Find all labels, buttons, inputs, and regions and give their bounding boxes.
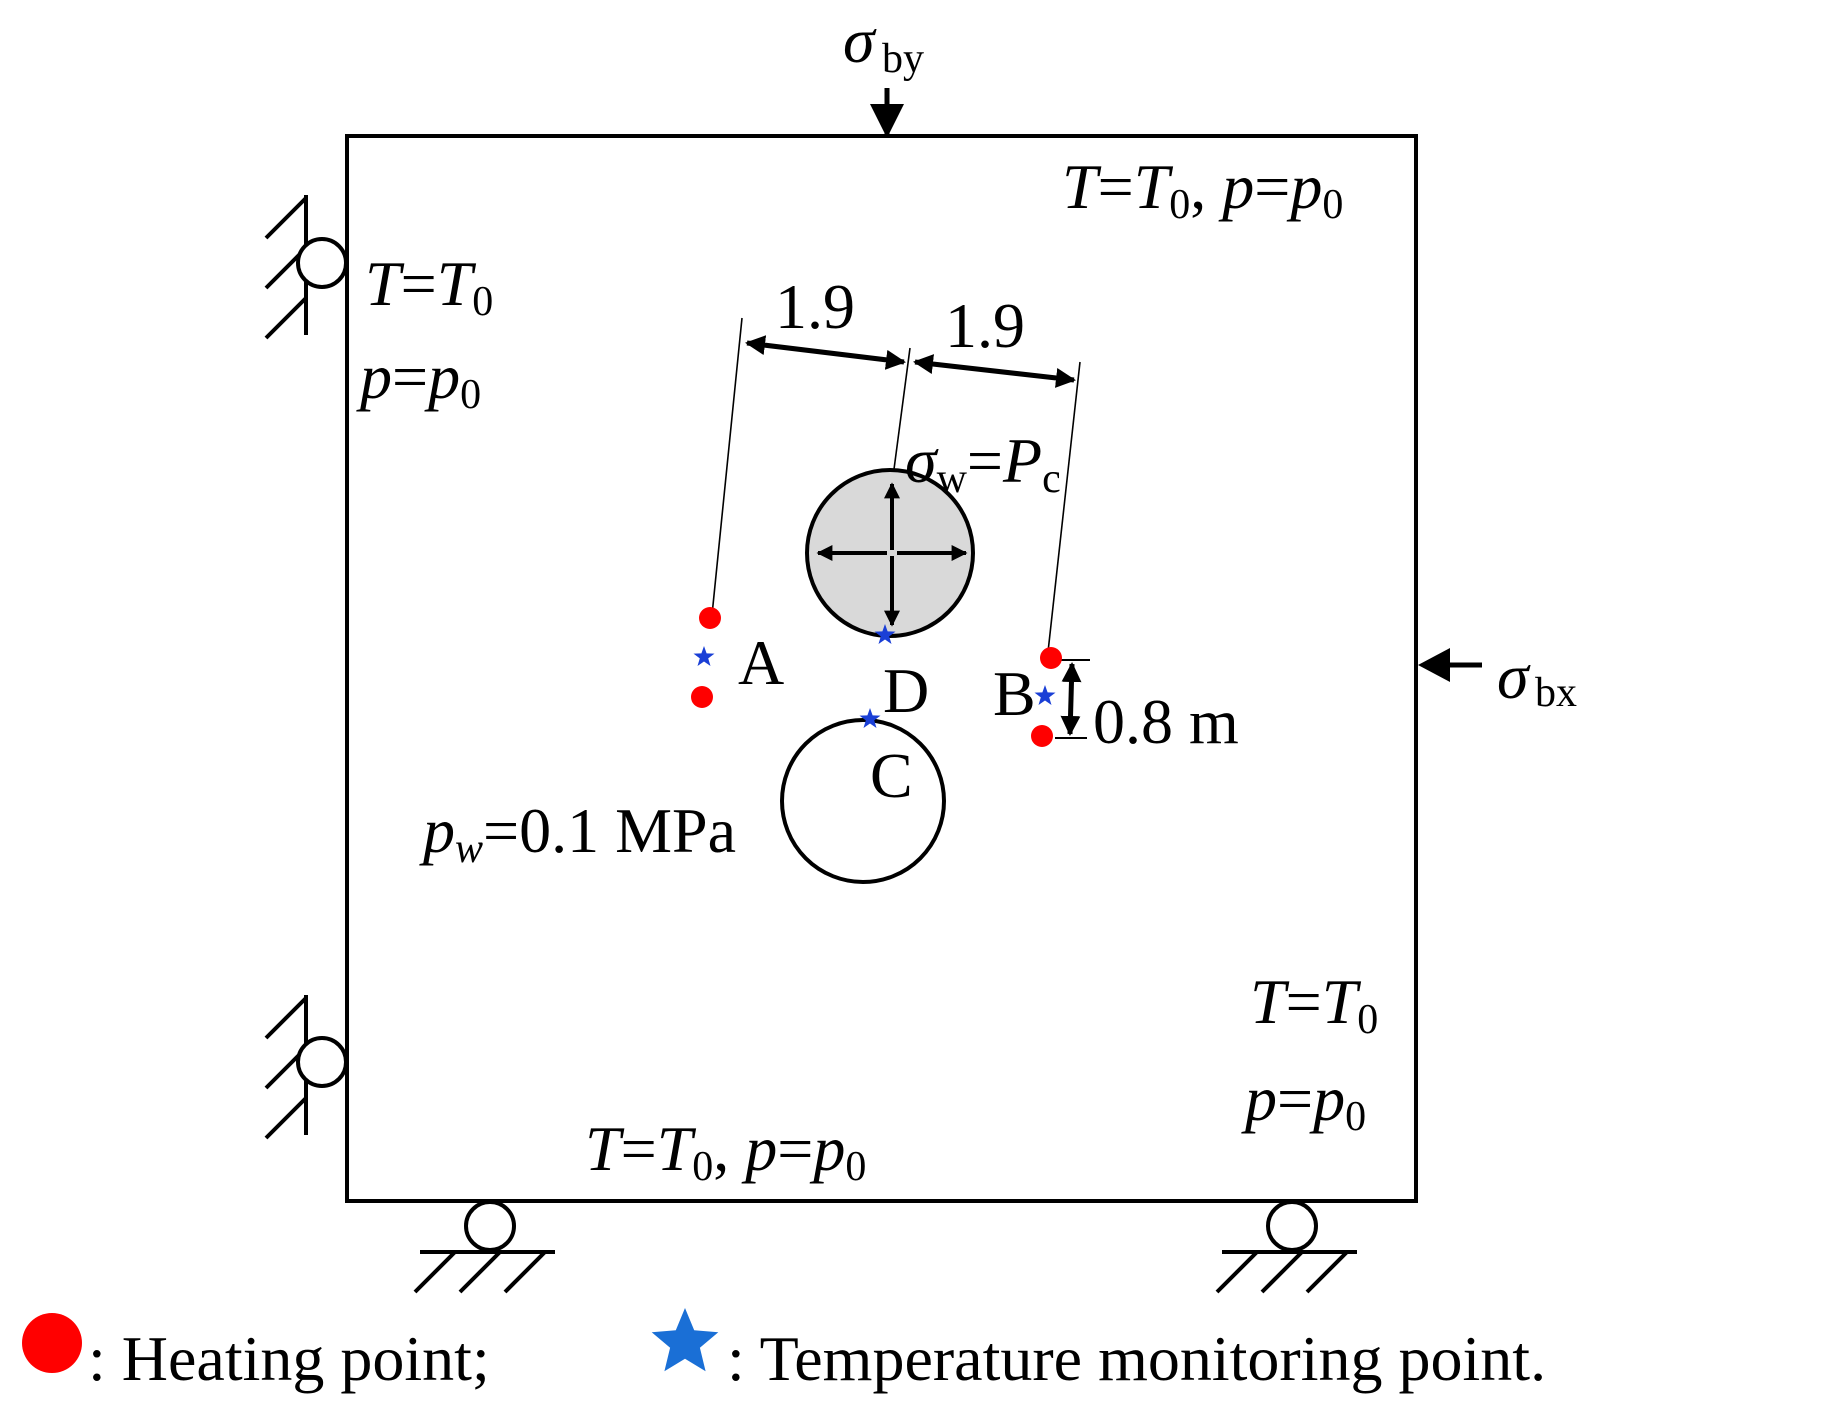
legend-monitoring-label: : Temperature monitoring point. bbox=[727, 1323, 1546, 1394]
svg-text:σw=Pc: σw=Pc bbox=[905, 425, 1061, 502]
svg-text:p=p0: p=p0 bbox=[356, 341, 481, 418]
left-roller-support-top bbox=[264, 195, 348, 340]
left-roller-support-bottom bbox=[264, 995, 348, 1140]
point-label-A: A bbox=[738, 627, 784, 698]
red-dot-icon bbox=[22, 1313, 82, 1373]
sigma-bx-symbol: σ bbox=[1497, 641, 1531, 712]
legend: : Heating point; : Temperature monitorin… bbox=[22, 1308, 1546, 1394]
svg-text:T=T0: T=T0 bbox=[1250, 966, 1378, 1043]
bottom-roller-support-left bbox=[413, 1200, 555, 1294]
dimension-left-label: 1.9 bbox=[775, 271, 855, 342]
point-label-D: D bbox=[883, 655, 929, 726]
lower-tunnel bbox=[780, 718, 946, 884]
bc-left-T: T=T0 bbox=[365, 248, 493, 325]
dimension-right-1.9: 1.9 bbox=[913, 290, 1076, 388]
dimension-right-label: 1.9 bbox=[945, 290, 1025, 361]
dimension-left-1.9: 1.9 bbox=[745, 271, 906, 370]
roller-support-icon bbox=[296, 1036, 348, 1088]
red-dot-icon bbox=[699, 607, 721, 629]
right-load-sigma-bx: σ bx bbox=[1418, 641, 1577, 716]
dimension-vertical-0.8m: 0.8 m bbox=[1055, 659, 1239, 757]
bc-bottom: T=T0, p=p0 bbox=[585, 1113, 866, 1190]
roller-support-icon bbox=[464, 1200, 516, 1252]
red-dot-icon bbox=[1040, 647, 1062, 669]
right-load-arrowhead bbox=[1418, 648, 1450, 682]
svg-text:T=T0: T=T0 bbox=[365, 248, 493, 325]
blue-star-icon bbox=[1034, 685, 1056, 705]
legend-heating-label: : Heating point; bbox=[88, 1323, 490, 1394]
bc-left-p: p=p0 bbox=[356, 341, 481, 418]
heating-points bbox=[691, 607, 1062, 747]
svg-text:p=p0: p=p0 bbox=[1241, 1063, 1366, 1140]
top-load-sigma-by: σ by bbox=[843, 5, 924, 138]
point-label-C: C bbox=[870, 740, 913, 811]
sigma-by-subscript: by bbox=[882, 36, 924, 82]
sigma-by-symbol: σ bbox=[843, 5, 877, 76]
monitoring-points bbox=[693, 624, 1056, 728]
blue-star-icon bbox=[651, 1308, 719, 1372]
svg-text:pw=0.1 MPa: pw=0.1 MPa bbox=[419, 795, 736, 872]
bottom-roller-support-right bbox=[1215, 1200, 1357, 1294]
red-dot-icon bbox=[691, 686, 713, 708]
red-dot-icon bbox=[1031, 725, 1053, 747]
sigma-w-label: σw=Pc bbox=[905, 425, 1061, 502]
blue-star-icon bbox=[874, 624, 896, 644]
svg-text:T=T0, p=p0: T=T0, p=p0 bbox=[585, 1113, 866, 1190]
heated-tunnel bbox=[805, 468, 975, 638]
blue-star-icon bbox=[693, 646, 715, 666]
svg-text:T=T0, p=p0: T=T0, p=p0 bbox=[1062, 151, 1343, 228]
roller-support-icon bbox=[1266, 1200, 1318, 1252]
lower-tunnel-pressure-label: pw=0.1 MPa bbox=[419, 795, 736, 872]
dimension-vertical-label: 0.8 m bbox=[1093, 686, 1239, 757]
bc-right-p: p=p0 bbox=[1241, 1063, 1366, 1140]
bc-top-right: T=T0, p=p0 bbox=[1062, 151, 1343, 228]
model-domain-boundary bbox=[345, 134, 1418, 1203]
sigma-bx-subscript: bx bbox=[1535, 670, 1577, 716]
point-label-B: B bbox=[993, 658, 1036, 729]
roller-support-icon bbox=[296, 237, 348, 289]
top-load-arrowhead bbox=[870, 104, 904, 138]
blue-star-icon bbox=[859, 708, 881, 728]
bc-right-T: T=T0 bbox=[1250, 966, 1378, 1043]
